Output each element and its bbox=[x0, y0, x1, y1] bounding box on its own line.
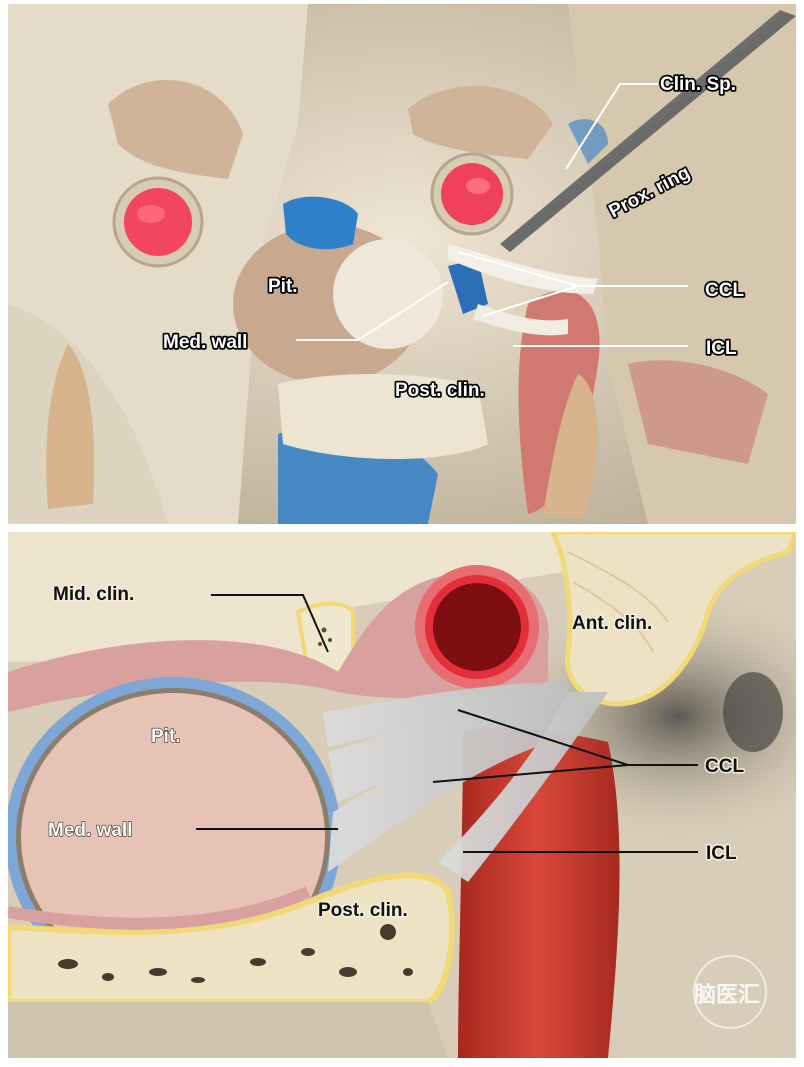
anatomical-illustration bbox=[8, 532, 796, 1058]
cadaver-photo-labels: Clin. Sp. Prox. ring Pit. CCL Med. wall … bbox=[8, 4, 796, 524]
label-mid-clin: Mid. clin. bbox=[53, 584, 134, 605]
label-post-clin-photo: Post. clin. bbox=[395, 380, 485, 401]
label-pit-photo: Pit. bbox=[268, 276, 298, 297]
label-icl-photo: ICL bbox=[706, 338, 737, 359]
label-post-clin-illustration: Post. clin. bbox=[318, 900, 408, 921]
label-ccl-illustration: CCL bbox=[705, 756, 744, 777]
label-med-wall-photo: Med. wall bbox=[163, 332, 247, 353]
cadaver-photo bbox=[8, 4, 796, 524]
watermark-text: 脑医汇 bbox=[694, 982, 760, 1007]
label-ccl-photo: CCL bbox=[705, 280, 744, 301]
label-icl-illustration: ICL bbox=[706, 843, 737, 864]
label-pit-illustration: Pit. bbox=[151, 726, 181, 747]
label-med-wall-illustration: Med. wall bbox=[48, 820, 132, 841]
label-prox-ring: Prox. ring bbox=[605, 162, 693, 222]
watermark-logo: 脑医汇 bbox=[693, 955, 767, 1029]
cadaver-photo-panel: Clin. Sp. Prox. ring Pit. CCL Med. wall … bbox=[8, 4, 796, 524]
label-ant-clin: Ant. clin. bbox=[572, 613, 652, 634]
illustration-labels: Mid. clin. Ant. clin. Pit. CCL Med. wall… bbox=[8, 532, 796, 1058]
anatomical-illustration-panel: Mid. clin. Ant. clin. Pit. CCL Med. wall… bbox=[8, 532, 796, 1058]
label-clin-sp: Clin. Sp. bbox=[660, 74, 736, 95]
